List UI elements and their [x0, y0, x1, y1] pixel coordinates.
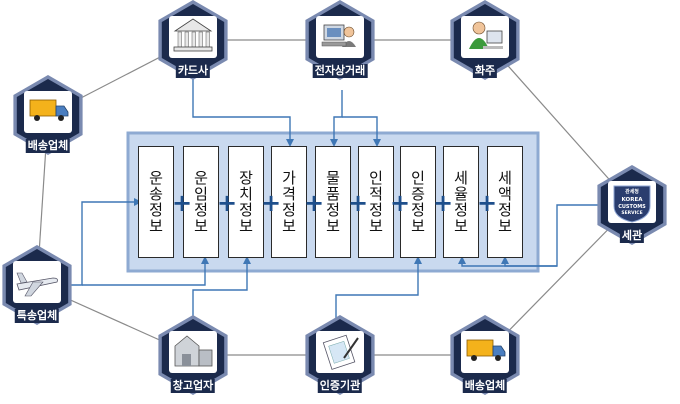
- node-card: [158, 0, 228, 80]
- person-at-computer-icon: [469, 21, 503, 49]
- delivery-truck-icon: [466, 339, 506, 361]
- arrow-customs-to-amount: [501, 256, 557, 267]
- certificate-document-icon: [322, 334, 359, 370]
- info-box-label: 운송정보: [146, 170, 165, 234]
- info-box-certification: 인증정보: [400, 146, 436, 258]
- node-label-customs: 세관: [619, 229, 645, 243]
- info-box-personal: 인적정보: [358, 146, 394, 258]
- warehouse-icon: [174, 335, 213, 367]
- node-label-card: 카드사: [175, 64, 211, 78]
- node-label-shipper: 화주: [472, 64, 498, 78]
- info-box-label: 세율정보: [451, 170, 470, 234]
- node-delivery-top: [13, 75, 83, 155]
- node-label-delivery-top: 배송업체: [25, 139, 71, 153]
- arrow-ecommerce-to-personal: [342, 116, 381, 147]
- info-box-label: 가격정보: [279, 170, 298, 234]
- info-box-label: 물품정보: [323, 170, 342, 234]
- arrow-warehouse-to-storage: [192, 256, 251, 318]
- info-box-label: 운임정보: [191, 170, 210, 234]
- computer-user-icon: [321, 24, 356, 47]
- node-shipper: [450, 0, 520, 80]
- info-box-tax-amount: 세액정보: [487, 146, 523, 258]
- info-box-tax-rate: 세율정보: [443, 146, 479, 258]
- plus-icon: +: [477, 189, 498, 217]
- info-box-label: 인증정보: [408, 170, 427, 234]
- node-express: [2, 245, 72, 325]
- info-box-freight: 운임정보: [183, 146, 219, 258]
- info-box-transport: 운송정보: [138, 146, 174, 258]
- arrow-card-to-price: [192, 70, 294, 147]
- info-box-price: 가격정보: [271, 146, 307, 258]
- plus-icon: +: [172, 189, 193, 217]
- node-label-certification: 인증기관: [317, 379, 363, 393]
- airplane-icon: [16, 272, 58, 297]
- node-label-delivery-bottom: 배송업체: [462, 379, 508, 393]
- plus-icon: +: [433, 189, 454, 217]
- info-box-storage: 장치정보: [228, 146, 264, 258]
- arrow-express-to-freight: [82, 256, 209, 286]
- plus-icon: +: [304, 189, 325, 217]
- customs-logo-text: KOREA: [622, 197, 644, 203]
- arrow-ecommerce-to-goods: [330, 90, 343, 147]
- node-certification: [305, 315, 375, 395]
- node-ecommerce: [305, 0, 375, 80]
- customs-logo-text: 관세청: [625, 188, 639, 195]
- info-box-goods: 물품정보: [315, 146, 351, 258]
- plus-icon: +: [390, 189, 411, 217]
- bank-icon: [173, 18, 213, 52]
- info-box-label: 장치정보: [236, 170, 255, 234]
- plus-icon: +: [261, 189, 282, 217]
- info-box-label: 세액정보: [495, 170, 514, 234]
- info-box-label: 인적정보: [366, 170, 385, 234]
- node-label-warehouse: 창고업자: [170, 379, 216, 393]
- plus-icon: +: [217, 189, 238, 217]
- customs-logo-text: SERVICE: [621, 210, 642, 216]
- customs-logo-text: CUSTOMS: [618, 204, 646, 210]
- node-label-express: 특송업체: [14, 309, 60, 323]
- arrow-certification-to-cert: [335, 256, 422, 330]
- delivery-truck-icon: [29, 99, 69, 121]
- node-delivery-bottom: [450, 315, 520, 395]
- node-label-ecommerce: 전자상거래: [312, 64, 368, 78]
- plus-icon: +: [348, 189, 369, 217]
- node-warehouse: [158, 315, 228, 395]
